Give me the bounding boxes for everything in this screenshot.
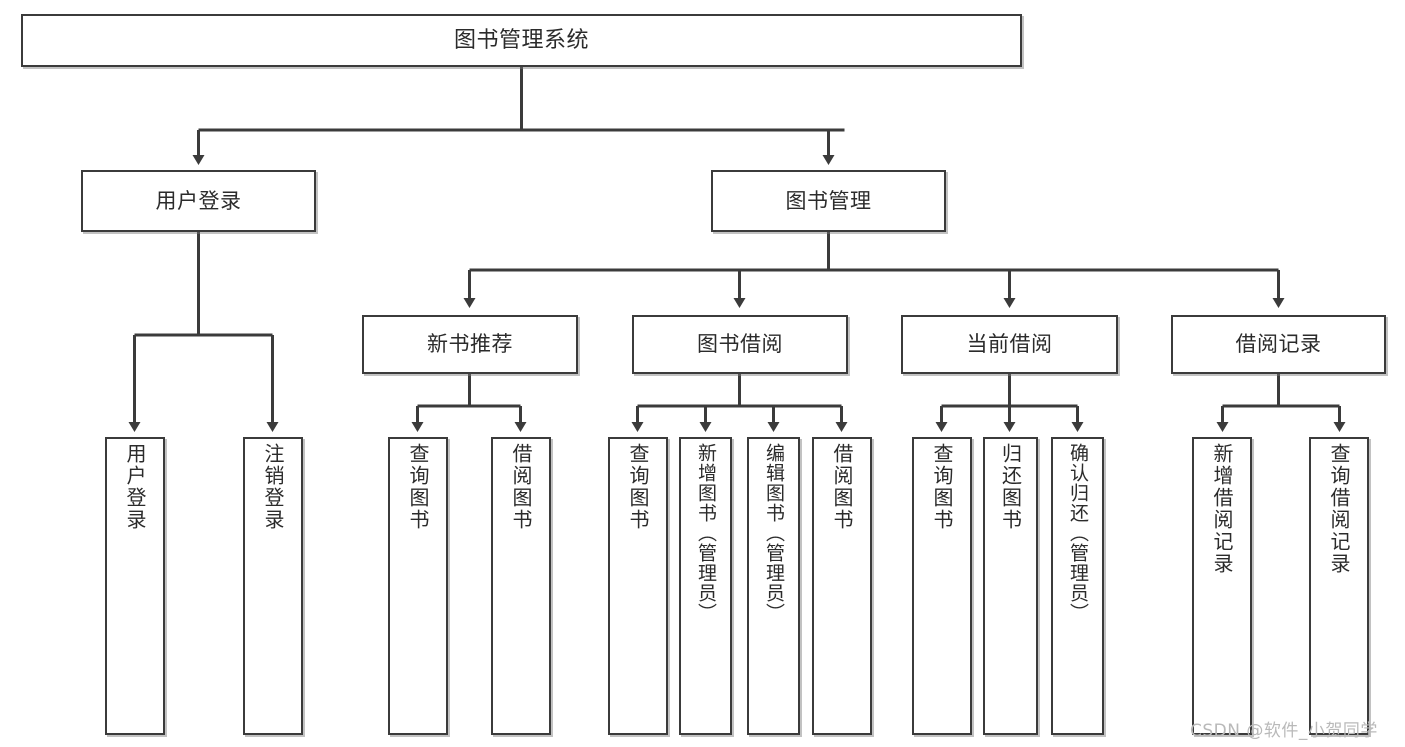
node-leaf-return-book-label: 归还图书 — [998, 443, 1023, 531]
node-borrow-record[interactable]: 借阅记录 — [1171, 315, 1386, 374]
node-leaf-borrow-book-a[interactable]: 借阅图书 — [491, 437, 551, 735]
node-leaf-add-record[interactable]: 新增借阅记录 — [1192, 437, 1252, 735]
node-leaf-query-book-a[interactable]: 查询图书 — [388, 437, 448, 735]
node-leaf-query-record[interactable]: 查询借阅记录 — [1309, 437, 1369, 735]
node-root-label: 图书管理系统 — [453, 27, 589, 53]
watermark: CSDN @软件_小贺同学 — [1190, 721, 1378, 741]
node-leaf-logout-label: 注销登录 — [261, 443, 285, 531]
node-leaf-logout[interactable]: 注销登录 — [243, 437, 303, 735]
node-leaf-user-login[interactable]: 用户登录 — [105, 437, 165, 735]
node-leaf-return-book[interactable]: 归还图书 — [983, 437, 1038, 735]
node-current-borrow-label: 当前借阅 — [966, 332, 1053, 357]
node-book-manage-label: 图书管理 — [785, 188, 872, 213]
node-leaf-borrow-book-b-label: 借阅图书 — [830, 443, 854, 531]
node-leaf-borrow-book-a-label: 借阅图书 — [509, 443, 533, 531]
node-user-login-label: 用户登录 — [155, 188, 242, 213]
node-leaf-query-book-b-label: 查询图书 — [626, 443, 650, 531]
node-leaf-query-book-c-label: 查询图书 — [930, 443, 954, 531]
node-new-book-recommend-label: 新书推荐 — [427, 332, 513, 357]
node-leaf-query-record-label: 查询借阅记录 — [1327, 443, 1351, 575]
node-leaf-confirm-return-label: 确认归还（管理员） — [1067, 443, 1089, 623]
node-leaf-edit-book-label: 编辑图书（管理员） — [763, 443, 785, 623]
node-leaf-query-book-c[interactable]: 查询图书 — [912, 437, 972, 735]
node-leaf-query-book-a-label: 查询图书 — [406, 443, 430, 531]
node-book-manage[interactable]: 图书管理 — [711, 170, 946, 232]
node-leaf-edit-book[interactable]: 编辑图书（管理员） — [747, 437, 800, 735]
node-leaf-borrow-book-b[interactable]: 借阅图书 — [812, 437, 872, 735]
node-leaf-add-book[interactable]: 新增图书（管理员） — [679, 437, 732, 735]
node-current-borrow[interactable]: 当前借阅 — [901, 315, 1118, 374]
node-book-borrow-label: 图书借阅 — [697, 332, 783, 357]
node-new-book-recommend[interactable]: 新书推荐 — [362, 315, 578, 374]
node-leaf-add-book-label: 新增图书（管理员） — [695, 443, 717, 623]
node-leaf-add-record-label: 新增借阅记录 — [1210, 443, 1234, 575]
node-root[interactable]: 图书管理系统 — [21, 14, 1022, 67]
node-book-borrow[interactable]: 图书借阅 — [632, 315, 848, 374]
node-leaf-query-book-b[interactable]: 查询图书 — [608, 437, 668, 735]
node-leaf-confirm-return[interactable]: 确认归还（管理员） — [1051, 437, 1104, 735]
node-borrow-record-label: 借阅记录 — [1235, 332, 1322, 357]
node-leaf-user-login-label: 用户登录 — [123, 443, 147, 531]
node-user-login[interactable]: 用户登录 — [81, 170, 316, 232]
